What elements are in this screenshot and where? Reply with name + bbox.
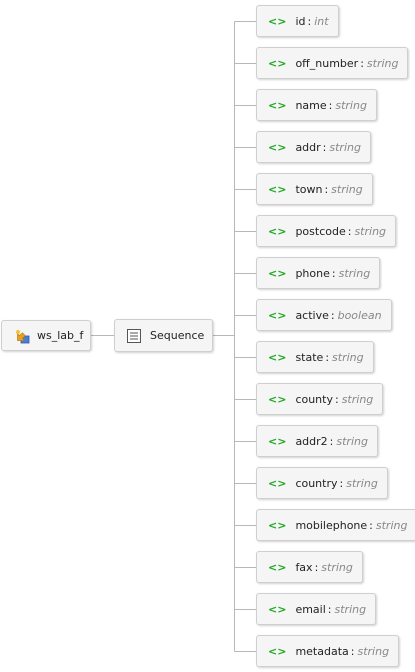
field-separator: : xyxy=(331,266,336,280)
field-node-name[interactable]: <> name:string xyxy=(256,89,377,121)
field-name: mobilephone xyxy=(295,518,368,532)
field-node-postcode[interactable]: <> postcode:string xyxy=(256,215,397,247)
field-name: postcode xyxy=(295,224,346,238)
field-name: email xyxy=(295,602,326,616)
field-type: string xyxy=(357,644,390,658)
field-node-phone[interactable]: <> phone:string xyxy=(256,257,381,289)
element-tag-icon: <> xyxy=(268,602,287,616)
field-node-metadata[interactable]: <> metadata:string xyxy=(256,635,400,667)
field-name: id xyxy=(295,14,306,28)
field-name: metadata xyxy=(295,644,349,658)
element-tag-icon: <> xyxy=(268,560,287,574)
field-separator: : xyxy=(324,182,329,196)
field-node-county[interactable]: <> county:string xyxy=(256,383,384,415)
sequence-label: Sequence xyxy=(150,329,205,342)
field-type: string xyxy=(336,434,368,448)
root-element-node[interactable]: ws_lab_f xyxy=(1,320,91,351)
element-tag-icon: <> xyxy=(268,518,287,532)
sequence-node[interactable]: Sequence xyxy=(114,319,213,352)
field-separator: : xyxy=(369,518,373,532)
element-tag-icon: <> xyxy=(268,308,287,322)
element-tag-icon: <> xyxy=(268,266,287,280)
field-type: string xyxy=(354,224,387,238)
field-node-country[interactable]: <> country:string xyxy=(256,467,388,499)
field-node-id[interactable]: <> id:int xyxy=(256,5,339,37)
field-separator: : xyxy=(347,224,352,238)
field-type: string xyxy=(346,476,378,490)
field-type: string xyxy=(338,266,371,280)
field-separator: : xyxy=(329,434,334,448)
element-tag-icon: <> xyxy=(268,434,287,448)
field-node-active[interactable]: <> active:boolean xyxy=(256,299,392,331)
field-name: active xyxy=(295,308,329,322)
element-tag-icon: <> xyxy=(268,140,287,154)
field-node-mobilephone[interactable]: <> mobilephone:string xyxy=(256,509,415,541)
field-type: boolean xyxy=(337,308,382,322)
field-type: string xyxy=(375,518,408,532)
field-separator: : xyxy=(334,392,339,406)
field-name: off_number xyxy=(295,56,359,70)
element-tag-icon: <> xyxy=(268,476,287,490)
field-name: addr xyxy=(295,140,321,154)
field-name: town xyxy=(295,182,323,196)
field-name: addr2 xyxy=(295,434,328,448)
field-type: string xyxy=(332,350,364,364)
field-separator: : xyxy=(307,14,312,28)
element-tag-icon: <> xyxy=(268,56,287,70)
field-separator: : xyxy=(327,602,332,616)
field-node-off_number[interactable]: <> off_number:string xyxy=(256,47,409,79)
field-type: string xyxy=(341,392,374,406)
field-type: string xyxy=(331,182,363,196)
field-type: string xyxy=(335,98,367,112)
element-tag-icon: <> xyxy=(268,350,287,364)
field-node-addr[interactable]: <> addr:string xyxy=(256,131,371,163)
field-type: string xyxy=(334,602,367,616)
field-separator: : xyxy=(339,476,344,490)
field-name: fax xyxy=(295,560,313,574)
field-node-fax[interactable]: <> fax:string xyxy=(256,551,363,583)
root-element-label: ws_lab_f xyxy=(37,329,84,342)
element-tag-icon: <> xyxy=(268,14,287,28)
element-tag-icon: <> xyxy=(268,98,287,112)
field-separator: : xyxy=(360,56,364,70)
field-separator: : xyxy=(325,350,330,364)
field-type: string xyxy=(321,560,353,574)
sequence-list-icon xyxy=(127,328,141,343)
element-tag-icon: <> xyxy=(268,182,287,196)
schema-element-icon xyxy=(16,329,30,343)
field-node-town[interactable]: <> town:string xyxy=(256,173,373,205)
field-node-email[interactable]: <> email:string xyxy=(256,593,377,625)
field-name: phone xyxy=(295,266,330,280)
field-type: string xyxy=(329,140,361,154)
field-name: state xyxy=(295,350,324,364)
field-separator: : xyxy=(328,98,333,112)
element-tag-icon: <> xyxy=(268,644,287,658)
field-name: country xyxy=(295,476,338,490)
field-separator: : xyxy=(330,308,335,322)
field-separator: : xyxy=(322,140,327,154)
field-name: county xyxy=(295,392,333,406)
field-name: name xyxy=(295,98,327,112)
element-tag-icon: <> xyxy=(268,224,287,238)
field-separator: : xyxy=(350,644,355,658)
field-node-state[interactable]: <> state:string xyxy=(256,341,374,373)
field-type: int xyxy=(314,14,329,28)
field-separator: : xyxy=(314,560,319,574)
field-type: string xyxy=(366,56,399,70)
element-tag-icon: <> xyxy=(268,392,287,406)
field-node-addr2[interactable]: <> addr2:string xyxy=(256,425,378,457)
